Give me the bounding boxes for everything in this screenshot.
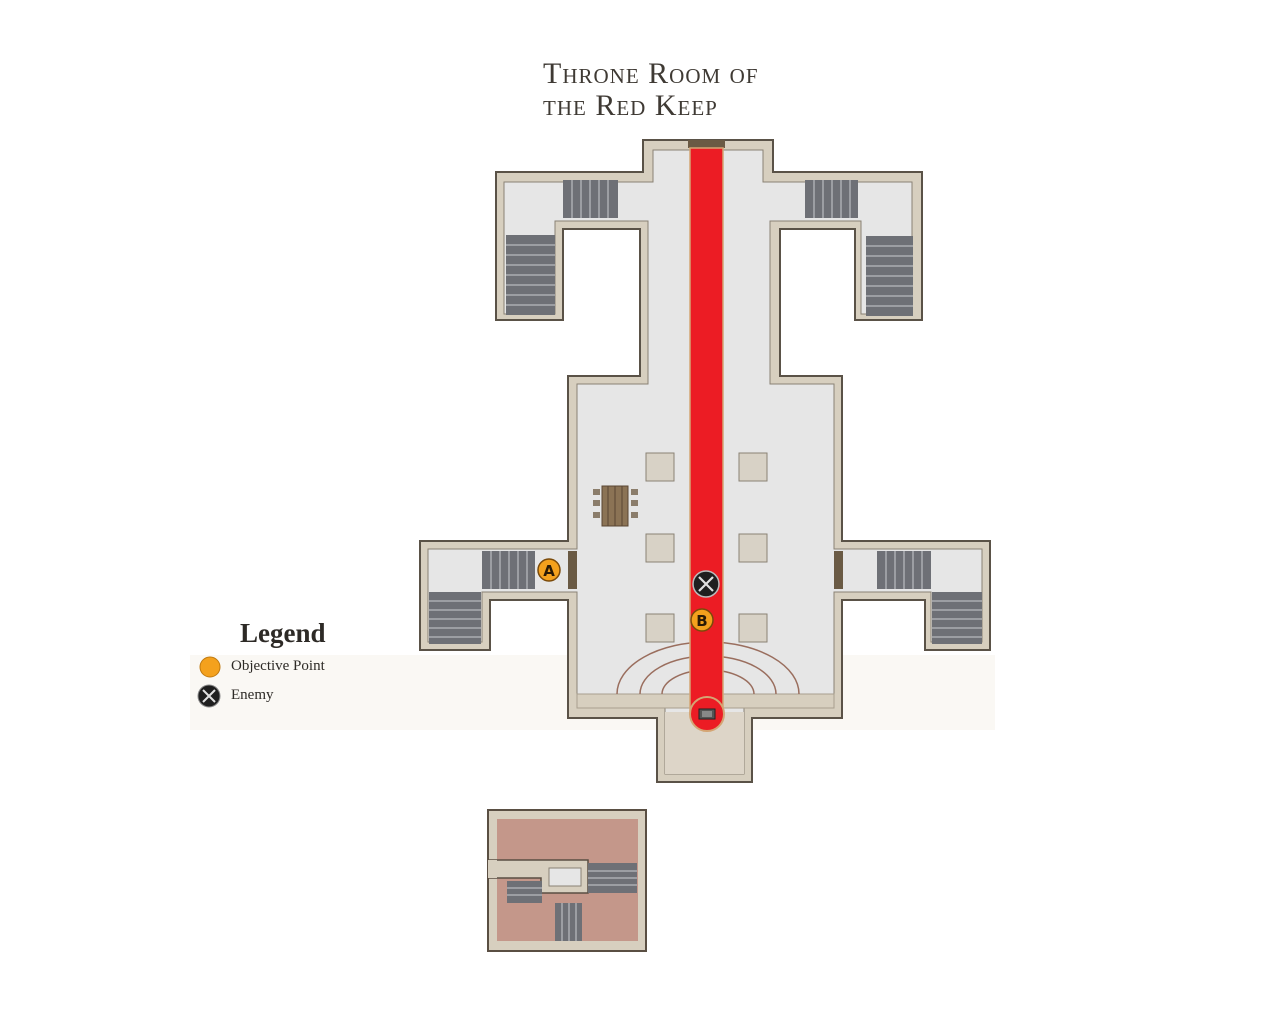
lower-level [487, 809, 647, 952]
objective-point-icon [690, 608, 714, 632]
door-north [688, 140, 725, 148]
legend-label-objective: Objective Point [231, 658, 325, 674]
objective-label-b: B [696, 612, 707, 630]
chairs [593, 489, 638, 518]
enemy-icon [197, 684, 221, 708]
iron-throne [689, 696, 725, 732]
objective-point-a[interactable]: A [537, 558, 561, 582]
table [593, 485, 638, 527]
crossed-swords-icon [698, 576, 714, 592]
objective-point-icon [537, 558, 561, 582]
map-title: Throne Room of the Red Keep [543, 58, 759, 122]
legend-label-enemy: Enemy [231, 687, 274, 703]
stair-treads [429, 180, 982, 638]
map-title-line1: Throne Room of [543, 57, 759, 90]
objective-label-a: A [543, 562, 555, 580]
objective-point-icon [199, 656, 221, 678]
enemy-marker[interactable] [692, 570, 720, 598]
objective-point-b[interactable]: B [690, 608, 714, 632]
door-right [834, 551, 843, 589]
map-title-line2: the Red Keep [543, 89, 718, 122]
door-left [568, 551, 577, 589]
legend-title: Legend [240, 618, 326, 648]
pillars [645, 452, 768, 643]
